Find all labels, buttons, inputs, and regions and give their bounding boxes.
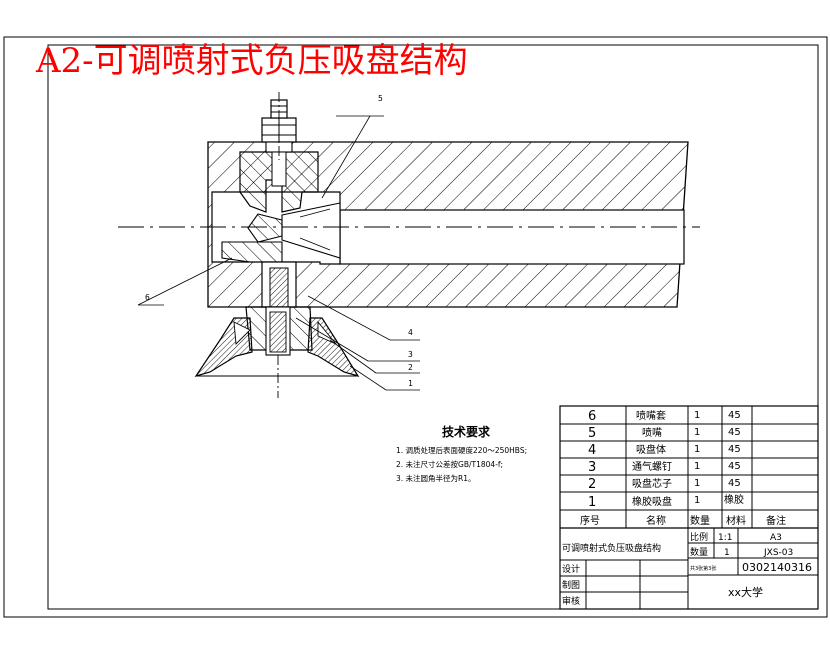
bom-material: 45 xyxy=(728,427,741,438)
callout-3: 3 xyxy=(408,350,413,359)
bom-header-name: 名称 xyxy=(646,514,666,527)
bom-material: 45 xyxy=(728,410,741,421)
bore-channel xyxy=(339,209,685,265)
outer-border xyxy=(3,36,828,618)
tech-item-3: 3. 未注圆角半径为R1。 xyxy=(396,473,476,483)
leader-1 xyxy=(349,365,387,391)
student-id: 0302140316 xyxy=(742,561,812,574)
callout-1: 1 xyxy=(408,379,413,388)
bom-no: 4 xyxy=(588,443,596,458)
rubber-cup-right xyxy=(307,317,360,377)
design-label: 设计 xyxy=(562,563,580,575)
title-block: 可调喷射式负压吸盘结构 比例 1:1 A3 数量 1 JXS-03 共3张第3张… xyxy=(562,531,812,607)
bom-material: 橡胶 xyxy=(724,493,744,506)
size-value: A3 xyxy=(770,533,782,543)
bom-no: 2 xyxy=(588,477,596,492)
leader-2 xyxy=(329,339,377,374)
bom-qty: 1 xyxy=(694,410,700,421)
bom-qty: 1 xyxy=(694,478,700,489)
inner-border xyxy=(47,44,819,610)
bom-qty: 1 xyxy=(694,444,700,455)
tech-item-1: 1. 调质处理后表面硬度220～250HBS; xyxy=(396,445,527,455)
bom-no: 3 xyxy=(588,460,596,475)
school-name: xx大学 xyxy=(728,585,763,599)
bom-name: 通气螺钉 xyxy=(632,460,672,473)
callout-4: 4 xyxy=(408,328,413,337)
sheet-info: 共3张第3张 xyxy=(690,565,716,572)
bom-name: 喷嘴套 xyxy=(636,409,666,422)
drawing-no: JXS-03 xyxy=(763,548,793,558)
qty-value: 1 xyxy=(724,548,730,558)
leader-5 xyxy=(321,115,371,199)
bom-header-material: 材料 xyxy=(726,514,746,527)
bom-qty: 1 xyxy=(694,461,700,472)
bom-table xyxy=(559,405,819,610)
drawing-name: 可调喷射式负压吸盘结构 xyxy=(562,542,661,554)
tech-requirements: 技术要求 1. 调质处理后表面硬度220～250HBS; 2. 未注尺寸公差按G… xyxy=(396,424,527,483)
section-view: 5 6 4 3 2 1 xyxy=(118,92,700,398)
bom-header-qty: 数量 xyxy=(690,514,710,527)
bom-no: 5 xyxy=(588,426,596,441)
qty-label: 数量 xyxy=(690,546,708,558)
nozzle-lower xyxy=(221,241,283,263)
bom-rows: 6 喷嘴套 1 45 5 喷嘴 1 45 4 吸盘体 1 45 3 通气螺钉 1… xyxy=(580,409,786,527)
bom-material: 45 xyxy=(728,461,741,472)
bom-no: 1 xyxy=(588,495,596,510)
leader-4 xyxy=(307,295,391,341)
bom-qty: 1 xyxy=(694,427,700,438)
callout-5: 5 xyxy=(378,94,383,103)
bom-name: 吸盘芯子 xyxy=(632,477,672,490)
leader-6 xyxy=(137,257,233,306)
tech-heading: 技术要求 xyxy=(442,424,491,439)
bom-header-note: 备注 xyxy=(766,514,786,527)
bom-material: 45 xyxy=(728,444,741,455)
callout-2: 2 xyxy=(408,363,413,372)
review-label: 审核 xyxy=(562,595,580,607)
bom-header-no: 序号 xyxy=(580,514,600,527)
nozzle-sleeve xyxy=(239,151,319,213)
callout-6: 6 xyxy=(145,293,150,302)
leader-3 xyxy=(295,317,369,362)
drawing-title: A2-可调喷射式负压吸盘结构 xyxy=(35,41,468,81)
bom-name: 吸盘体 xyxy=(636,443,666,456)
bom-name: 橡胶吸盘 xyxy=(632,495,672,508)
bom-no: 6 xyxy=(588,409,596,424)
bom-name: 喷嘴 xyxy=(642,427,662,439)
scale-label: 比例 xyxy=(690,531,708,543)
bom-material: 45 xyxy=(728,478,741,489)
scale-value: 1:1 xyxy=(718,533,732,543)
nozzle-tip xyxy=(247,213,283,243)
bom-qty: 1 xyxy=(694,495,700,506)
tech-item-2: 2. 未注尺寸公差按GB/T1804-f; xyxy=(396,459,503,469)
draw-label: 制图 xyxy=(562,579,580,591)
